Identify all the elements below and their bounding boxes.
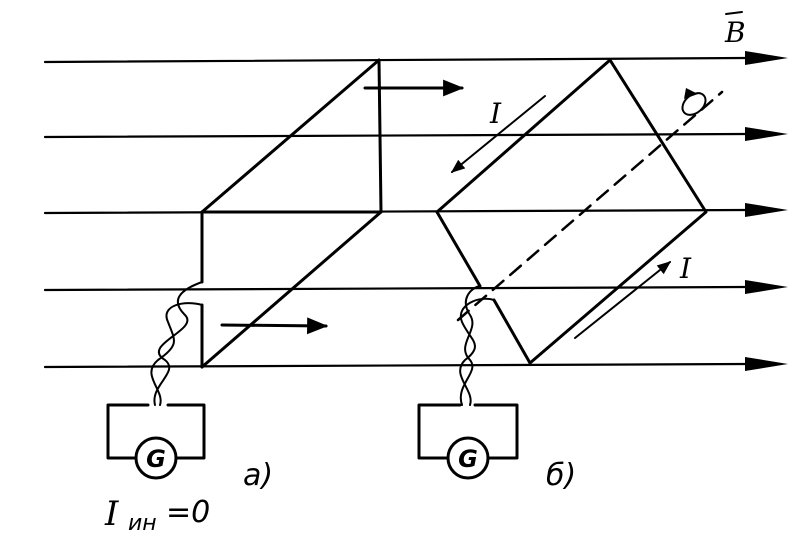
- svg-text:B: B: [724, 16, 746, 49]
- svg-text:=0: =0: [166, 495, 210, 530]
- magnetic-field-lines: [43, 51, 788, 371]
- frame-a: [200, 58, 383, 369]
- induced-current-label: I ин =0: [104, 494, 210, 536]
- galvanometer-icon: [446, 436, 490, 480]
- field-line-3: [43, 203, 788, 217]
- current-arrow-b-top: I: [450, 95, 546, 173]
- leads-a: [150, 281, 203, 406]
- field-line-4: [43, 280, 788, 294]
- current-arrow-b-bottom: I: [574, 252, 692, 339]
- rotation-arrow-icon: [681, 88, 707, 116]
- frame-b: [435, 58, 708, 365]
- svg-text:G: G: [146, 445, 166, 473]
- svg-text:ин: ин: [128, 511, 157, 536]
- svg-text:G: G: [458, 445, 478, 473]
- galvanometer-icon: [134, 436, 178, 480]
- leads-b: [459, 285, 495, 406]
- svg-text:I: I: [104, 494, 119, 534]
- panel-a-label: а): [243, 458, 273, 493]
- field-line-1: [43, 51, 788, 65]
- svg-text:I: I: [489, 97, 502, 130]
- rotation-axis: [456, 90, 724, 322]
- field-line-5: [43, 357, 788, 371]
- galvanometer-circuit-a: G: [106, 403, 206, 480]
- motion-arrow-a-bottom: [220, 317, 329, 335]
- svg-text:I: I: [679, 252, 692, 285]
- galvanometer-circuit-b: G: [417, 403, 519, 480]
- panel-b-label: б): [546, 458, 576, 493]
- field-line-2: [43, 127, 788, 141]
- field-label-b: B: [724, 11, 746, 49]
